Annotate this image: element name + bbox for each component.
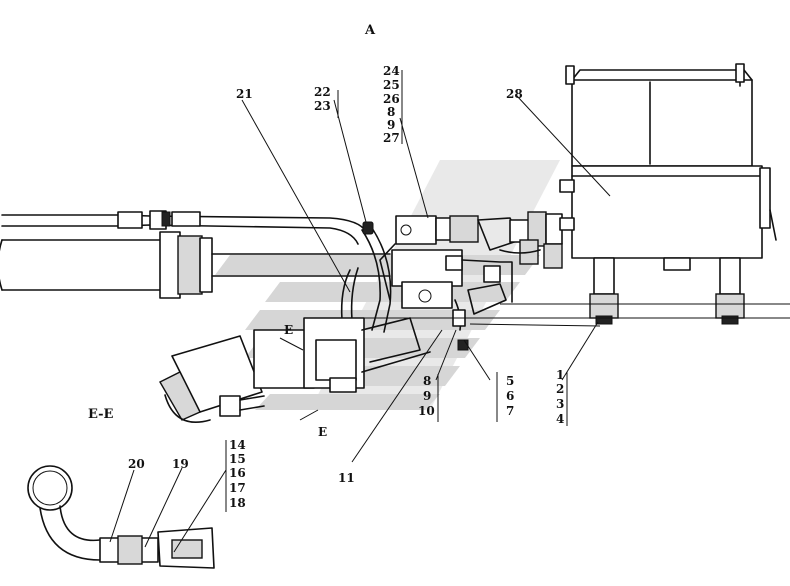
leader-lines: [109, 70, 611, 553]
callout-9-upper: 9: [387, 118, 395, 132]
callout-27: 27: [383, 131, 400, 145]
callout-9-lower: 9: [423, 389, 431, 403]
callout-17: 17: [229, 481, 246, 495]
section-marker-bottom: E: [318, 425, 327, 439]
callout-3: 3: [556, 397, 564, 411]
callout-21: 21: [236, 87, 253, 101]
view-title: A: [364, 23, 376, 38]
callout-6: 6: [506, 389, 514, 403]
frame-rail: [310, 303, 790, 327]
central-hose-bundle: [340, 221, 392, 333]
callout-8-upper: 8: [387, 105, 395, 119]
callout-14: 14: [229, 438, 246, 452]
section-marker-top: E: [284, 323, 293, 337]
callout-8-lower: 8: [423, 374, 431, 388]
callout-1: 1: [556, 368, 564, 382]
main-frame-tube: [0, 231, 391, 299]
callout-5: 5: [506, 374, 514, 388]
callout-26: 26: [383, 92, 400, 106]
callout-4: 4: [556, 412, 564, 426]
callout-28: 28: [506, 87, 523, 101]
callout-7: 7: [506, 404, 514, 418]
callout-11: 11: [338, 471, 355, 485]
callout-19: 19: [172, 457, 189, 471]
lower-elbow-assembly: [159, 317, 431, 424]
callout-23: 23: [314, 99, 331, 113]
callout-24: 24: [383, 64, 400, 78]
callout-16: 16: [229, 466, 246, 480]
callout-2: 2: [556, 382, 564, 396]
callout-15: 15: [229, 452, 246, 466]
section-title: E-E: [88, 407, 114, 422]
callout-22: 22: [314, 85, 331, 99]
callout-20: 20: [128, 457, 145, 471]
central-valve-block: [379, 215, 521, 351]
callout-25: 25: [383, 78, 400, 92]
callout-18: 18: [229, 496, 246, 510]
connector-cluster: [499, 211, 563, 269]
section-ee-sketch: [27, 465, 215, 569]
battery-box: [559, 63, 777, 325]
callout-10: 10: [418, 404, 435, 418]
